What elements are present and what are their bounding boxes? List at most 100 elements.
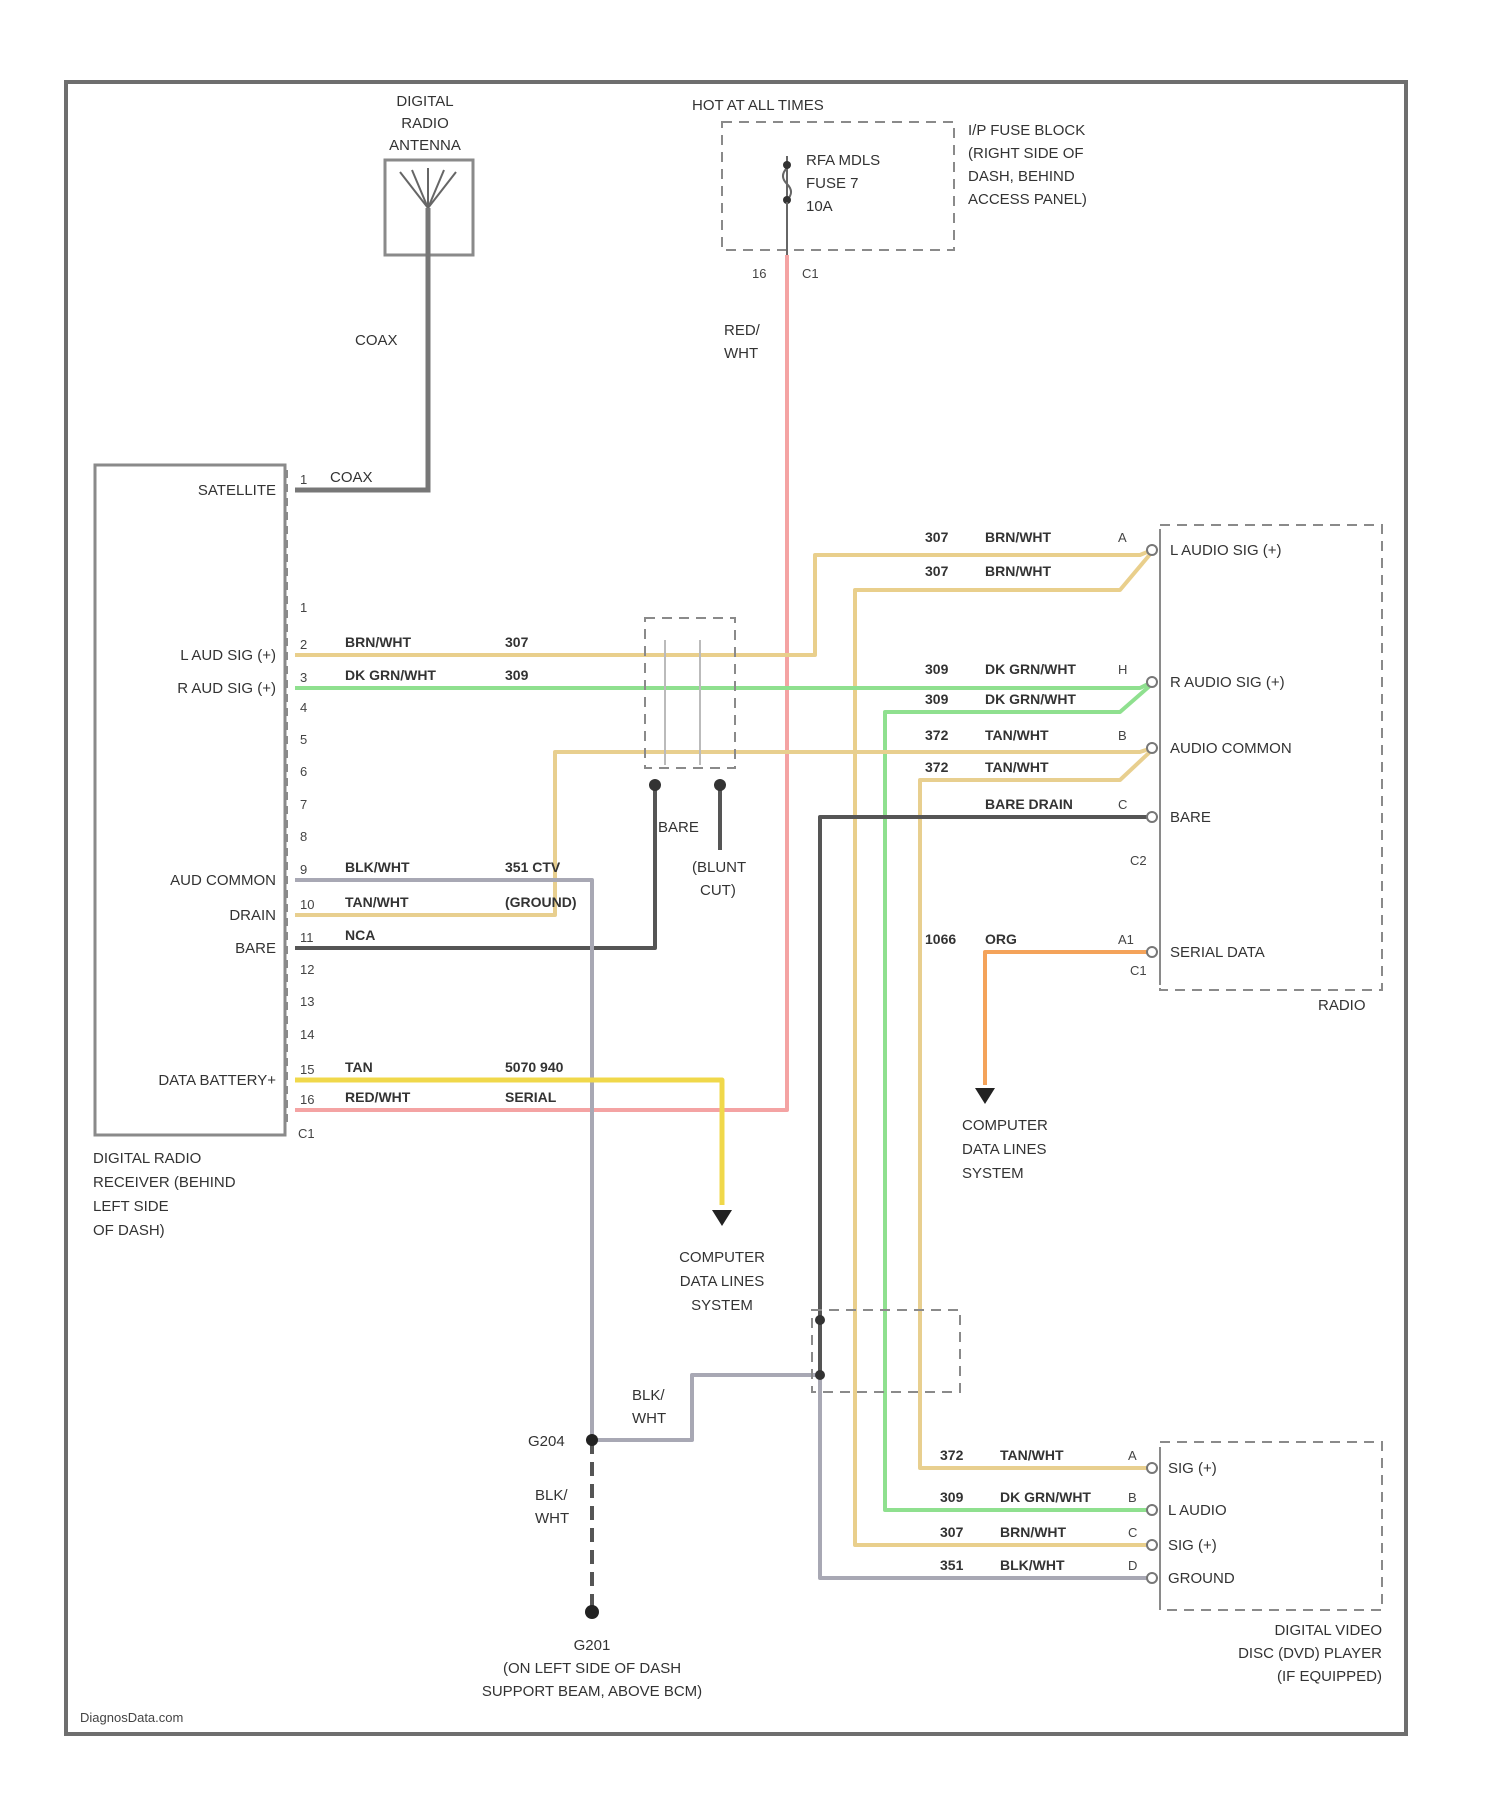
- ground-splice-label: G204: [528, 1433, 565, 1450]
- radio-row-wire: BRN/WHT: [985, 563, 1052, 579]
- dvd-row-label: L AUDIO: [1168, 1502, 1227, 1519]
- radio-row-label: SERIAL DATA: [1170, 944, 1265, 961]
- fuse-block-name-1: I/P FUSE BLOCK: [968, 122, 1085, 139]
- fuse-icon: [783, 156, 791, 255]
- radio-row-circuit: 372: [925, 727, 949, 743]
- ground-location-1: G201: [574, 1637, 611, 1654]
- radio-row-pin: H: [1118, 662, 1127, 677]
- receiver-connector: C1: [298, 1126, 315, 1141]
- radio-row-wire: BRN/WHT: [985, 529, 1052, 545]
- receiver-pin-circuit: 309: [505, 667, 529, 683]
- receiver-pin-label: SATELLITE: [198, 482, 276, 499]
- antenna-label-3: ANTENNA: [389, 137, 461, 154]
- fuse-block-name-2: (RIGHT SIDE OF: [968, 145, 1084, 162]
- radio-pin-terminal: [1147, 812, 1157, 822]
- ground-wire-label-1: BLK/: [632, 1387, 665, 1404]
- receiver-pin-number: 3: [300, 670, 307, 685]
- shield-bare-label: BARE: [658, 819, 699, 836]
- dvd-row-wire: DK GRN/WHT: [1000, 1489, 1091, 1505]
- dvd-row-wire: BRN/WHT: [1000, 1524, 1067, 1540]
- radio-pin-terminal: [1147, 545, 1157, 555]
- antenna-icon: [400, 168, 456, 208]
- receiver-pin-number: 11: [300, 930, 314, 945]
- data-lines-left-label-3: SYSTEM: [691, 1297, 753, 1314]
- receiver-pin-number: 4: [300, 700, 307, 715]
- shield-splice: [645, 618, 735, 768]
- radio-row-pin: A1: [1118, 932, 1134, 947]
- radio-pin-terminal: [1147, 947, 1157, 957]
- receiver-pin-wire: TAN/WHT: [345, 894, 409, 910]
- radio: [1160, 525, 1382, 990]
- receiver-pin-label: DRAIN: [229, 907, 276, 924]
- radio-row-pin: C: [1118, 797, 1127, 812]
- receiver-name-2: RECEIVER (BEHIND: [93, 1174, 236, 1191]
- radio-row-circuit: 309: [925, 661, 949, 677]
- dvd-name-3: (IF EQUIPPED): [1277, 1668, 1382, 1685]
- data-lines-right: COMPUTER DATA LINES SYSTEM: [962, 1088, 1048, 1182]
- antenna-label-1: DIGITAL: [396, 93, 453, 110]
- radio-row-wire: BARE DRAIN: [985, 796, 1073, 812]
- ground-point-icon: [585, 1605, 599, 1619]
- receiver-name-1: DIGITAL RADIO: [93, 1150, 201, 1167]
- receiver-pin-wire: TAN: [345, 1059, 373, 1075]
- receiver-pin-circuit: 5070 940: [505, 1059, 564, 1075]
- dvd-row-label: SIG (+): [1168, 1460, 1217, 1477]
- fuse-block-name-3: DASH, BEHIND: [968, 168, 1075, 185]
- receiver-pin-number: 6: [300, 764, 307, 779]
- receiver-pin-number: 13: [300, 994, 314, 1009]
- ground-drop-label-2: WHT: [535, 1510, 569, 1527]
- radio-row-wire: TAN/WHT: [985, 759, 1049, 775]
- hot-at-all-times-label: HOT AT ALL TIMES: [692, 97, 824, 114]
- wire-common-2: [920, 750, 1152, 1468]
- receiver-pin-wire: NCA: [345, 927, 375, 943]
- red-wht-label-1: RED/: [724, 322, 761, 339]
- radio-row-circuit: 1066: [925, 931, 956, 947]
- wire-blk-wht-ground: [295, 880, 592, 1440]
- data-lines-right-label-3: SYSTEM: [962, 1165, 1024, 1182]
- ground-wire-label-2: WHT: [632, 1410, 666, 1427]
- fuse-label-1: RFA MDLS: [806, 152, 880, 169]
- receiver-box: [95, 465, 285, 1135]
- radio-row-wire: ORG: [985, 931, 1017, 947]
- radio-row-label: AUDIO COMMON: [1170, 740, 1292, 757]
- receiver-pin-circuit: 307: [505, 634, 529, 650]
- radio-row-circuit: 309: [925, 691, 949, 707]
- data-lines-left-label-2: DATA LINES: [680, 1273, 764, 1290]
- radio-connector-c1: C1: [1130, 963, 1147, 978]
- fuse-label-3: 10A: [806, 198, 833, 215]
- data-lines-left: COMPUTER DATA LINES SYSTEM: [679, 1210, 765, 1314]
- ground-drop-label-1: BLK/: [535, 1487, 568, 1504]
- receiver-pin-label: DATA BATTERY+: [158, 1072, 276, 1089]
- radio-row-pin: B: [1118, 728, 1127, 743]
- radio-row-circuit: 372: [925, 759, 949, 775]
- dvd-row-circuit: 307: [940, 1524, 964, 1540]
- radio-row-wire: TAN/WHT: [985, 727, 1049, 743]
- fuse-connector: C1: [802, 266, 819, 281]
- radio-row-circuit: 307: [925, 563, 949, 579]
- radio-row-label: R AUDIO SIG (+): [1170, 674, 1285, 691]
- antenna-label-2: RADIO: [401, 115, 449, 132]
- receiver-pin-wire: DK GRN/WHT: [345, 667, 436, 683]
- shield-node-left: [649, 779, 661, 791]
- radio-row-label: L AUDIO SIG (+): [1170, 542, 1282, 559]
- receiver-pin-label: R AUD SIG (+): [177, 680, 276, 697]
- receiver-pin-number: 9: [300, 862, 307, 877]
- radio-row-wire: DK GRN/WHT: [985, 661, 1076, 677]
- radio-row-wire: DK GRN/WHT: [985, 691, 1076, 707]
- fuse-label-2: FUSE 7: [806, 175, 859, 192]
- coax-wire: [295, 208, 428, 490]
- receiver-pin-circuit: SERIAL: [505, 1089, 557, 1105]
- lower-splice-node-1: [815, 1315, 825, 1325]
- dvd-name-2: DISC (DVD) PLAYER: [1238, 1645, 1382, 1662]
- receiver-pin-wire: BLK/WHT: [345, 859, 410, 875]
- fuse-block: HOT AT ALL TIMES RFA MDLS FUSE 7 10A I/P…: [692, 97, 1087, 362]
- receiver-pin-number: 15: [300, 1062, 314, 1077]
- shield-node-right: [714, 779, 726, 791]
- fuse-pin: 16: [752, 266, 766, 281]
- dvd-row-pin: C: [1128, 1525, 1137, 1540]
- coax-wire-label: COAX: [355, 332, 398, 349]
- receiver-pin-number: 5: [300, 732, 307, 747]
- lower-splice-node-2: [815, 1370, 825, 1380]
